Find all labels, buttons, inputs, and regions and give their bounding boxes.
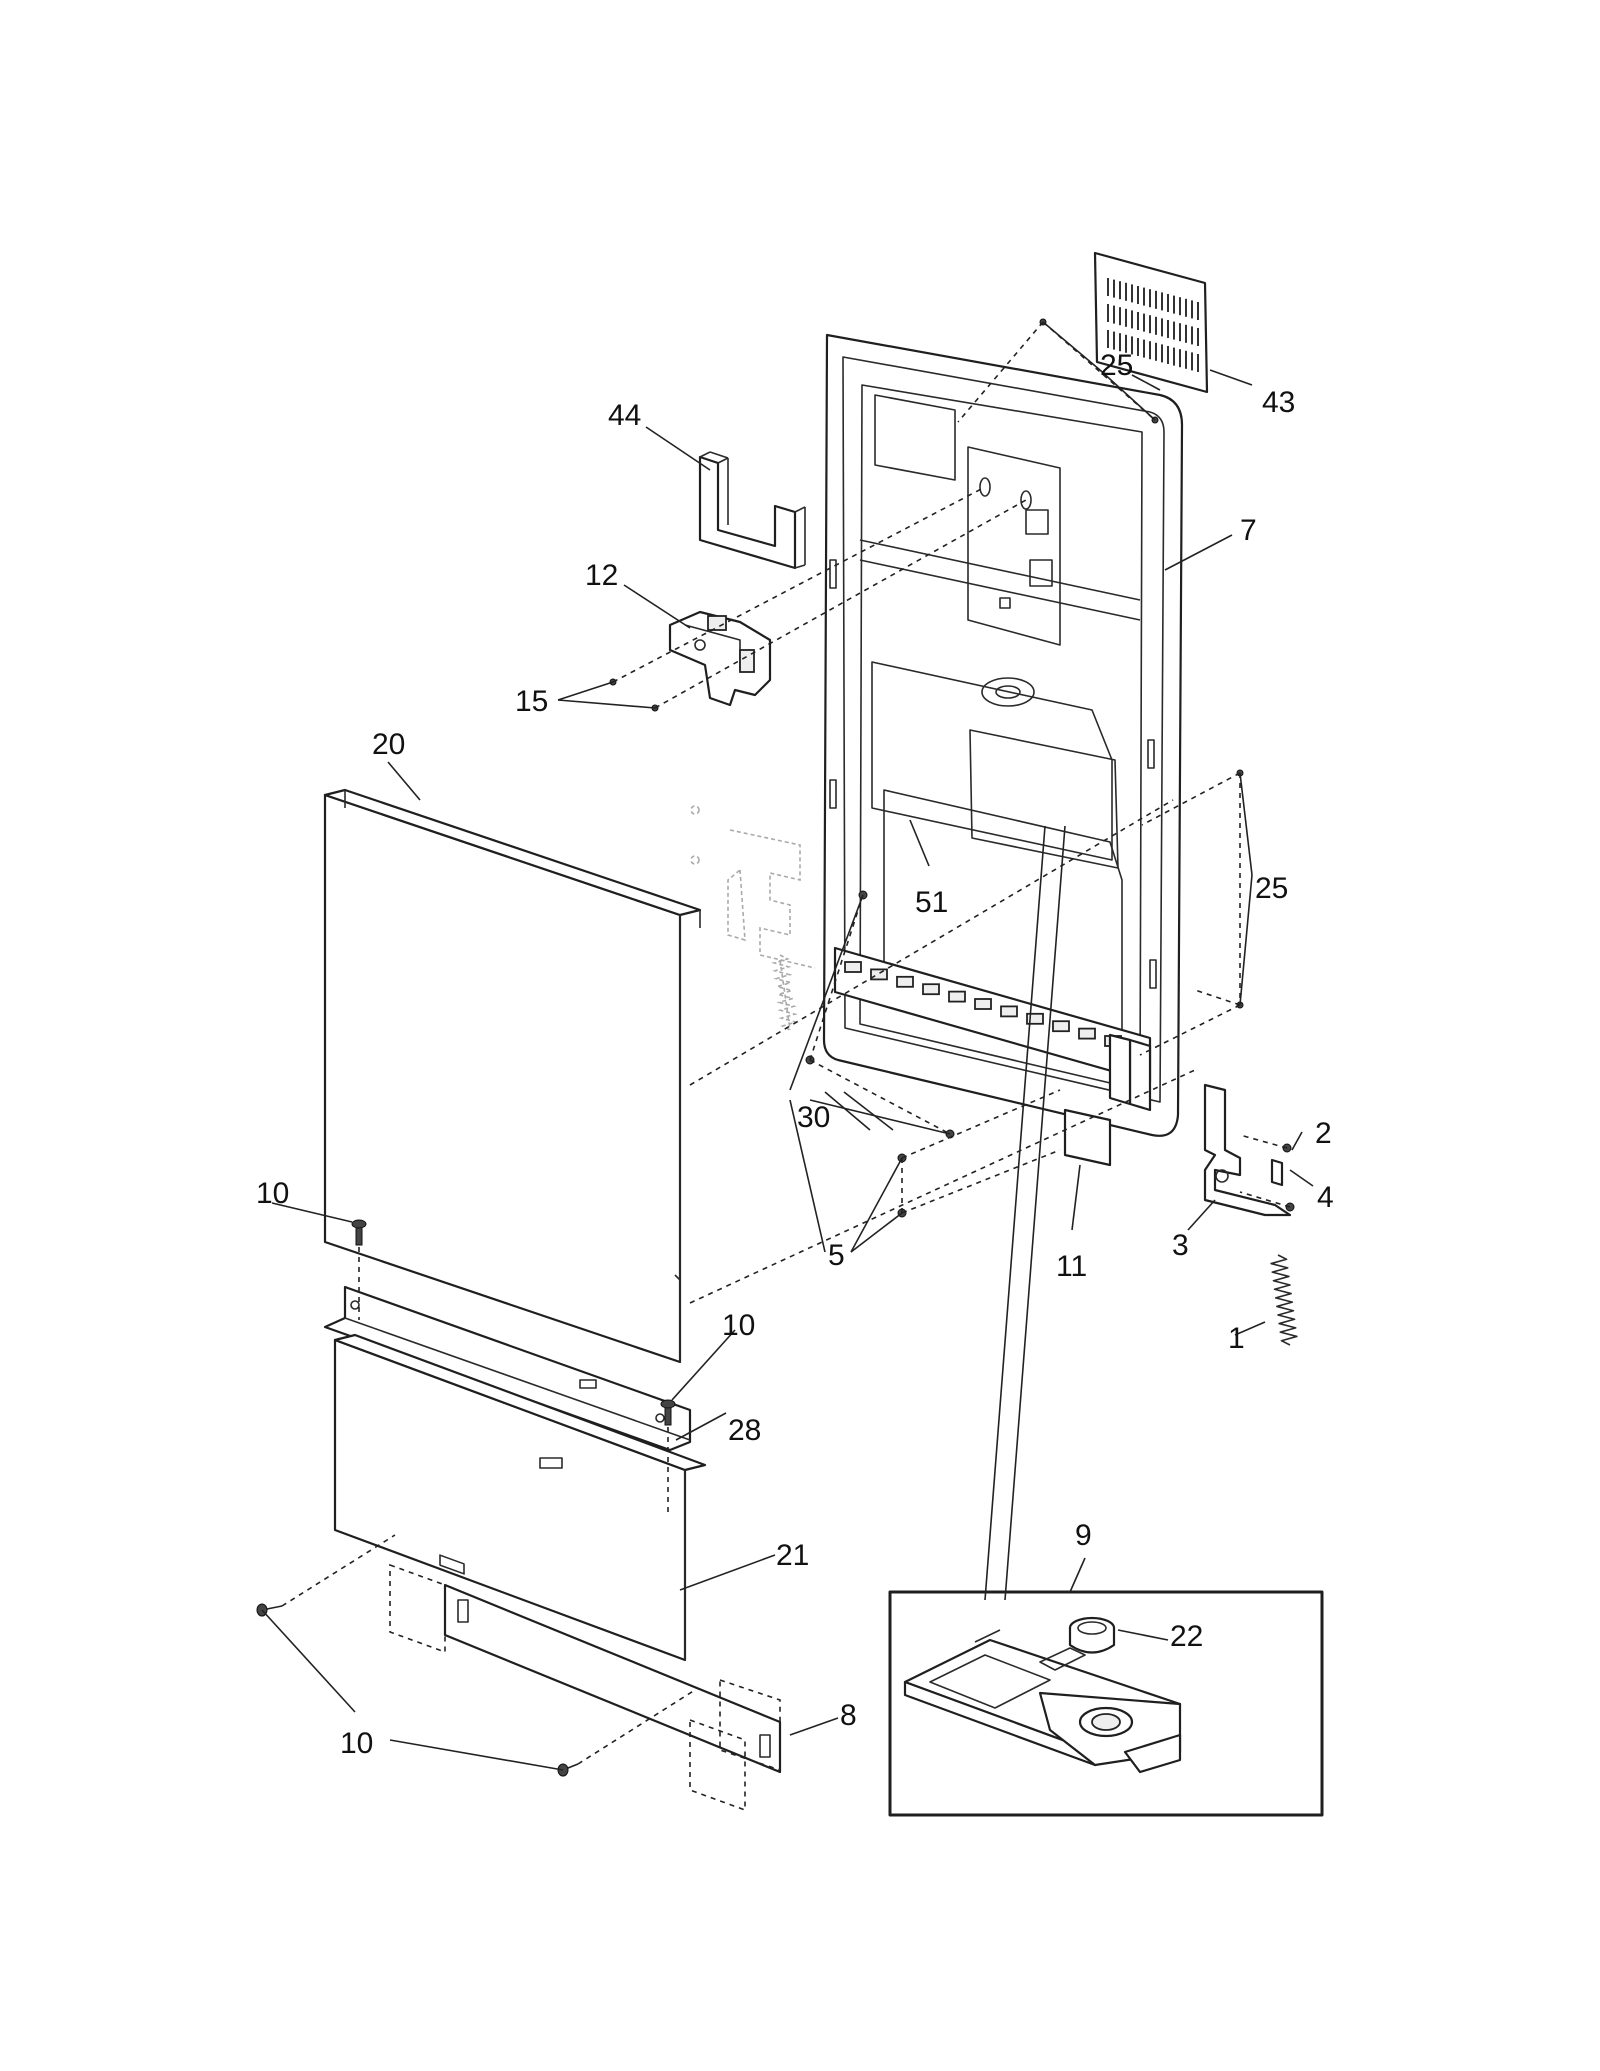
callout-25-right: 25 <box>1255 872 1288 905</box>
hinge-arm <box>1203 1083 1292 1217</box>
callout-4: 4 <box>1317 1181 1334 1214</box>
callout-1: 1 <box>1228 1322 1245 1355</box>
rail-slot <box>1078 1027 1096 1040</box>
rail-bracket-end <box>1108 1033 1152 1112</box>
callout-5: 5 <box>828 1239 845 1272</box>
callout-10a: 10 <box>256 1177 289 1210</box>
spring-coil <box>771 954 799 1031</box>
callout-7: 7 <box>1240 514 1257 547</box>
callout-8: 8 <box>840 1699 857 1732</box>
callout-43: 43 <box>1262 386 1295 419</box>
callout-28: 28 <box>728 1414 761 1447</box>
callout-12: 12 <box>585 559 618 592</box>
toe-panel-bracket <box>323 1285 692 1452</box>
rail-slot <box>844 961 862 973</box>
callout-20: 20 <box>372 728 405 761</box>
callout-labels: 1 2 3 4 5 7 8 9 10 10 10 11 12 15 20 21 … <box>256 349 1334 1760</box>
callout-10b: 10 <box>722 1309 755 1342</box>
callout-21: 21 <box>776 1539 809 1572</box>
bottom-bracket <box>1063 1108 1112 1167</box>
rail-slot <box>896 975 914 988</box>
rail-slot <box>1000 1005 1018 1018</box>
kick-panel <box>333 1333 707 1662</box>
callout-10c: 10 <box>340 1727 373 1760</box>
rail-slot <box>870 968 888 981</box>
callout-15: 15 <box>515 685 548 718</box>
callout-9: 9 <box>1075 1519 1092 1552</box>
callout-11: 11 <box>1056 1250 1087 1283</box>
vent-grille <box>1093 251 1209 394</box>
spring-coil <box>1270 1254 1298 1346</box>
rail-slot <box>922 983 940 996</box>
screw-10-left <box>256 1603 283 1617</box>
door-spring <box>1270 1254 1298 1346</box>
slotted-bracket <box>389 1563 782 1812</box>
callout-3: 3 <box>1172 1229 1189 1262</box>
callout-51: 51 <box>915 886 948 919</box>
rail-slot <box>974 998 992 1010</box>
rail-slot <box>1026 1012 1044 1025</box>
hinge-clip <box>1270 1158 1284 1187</box>
callout-2: 2 <box>1315 1117 1332 1150</box>
callout-30: 30 <box>797 1101 830 1134</box>
screw-10-mid <box>660 1399 676 1426</box>
screws <box>256 318 1295 1777</box>
vent-duct <box>698 451 806 570</box>
callout-25-top: 25 <box>1100 349 1133 382</box>
inner-door-panel <box>822 333 1184 1137</box>
outer-door-panel <box>323 788 702 1364</box>
callout-22: 22 <box>1170 1620 1203 1653</box>
dispenser-assembly <box>903 1629 1182 1774</box>
dispenser-inset <box>888 1590 1324 1817</box>
screw-10-top <box>351 1219 367 1246</box>
leader-lines <box>261 321 1314 1771</box>
rail-slot <box>1052 1020 1070 1033</box>
hidden-hinge-assembly <box>690 805 816 1031</box>
callout-44: 44 <box>608 399 641 432</box>
door-latch <box>668 610 772 707</box>
dispenser-cap <box>1068 1616 1116 1654</box>
rail-slot <box>948 990 966 1003</box>
